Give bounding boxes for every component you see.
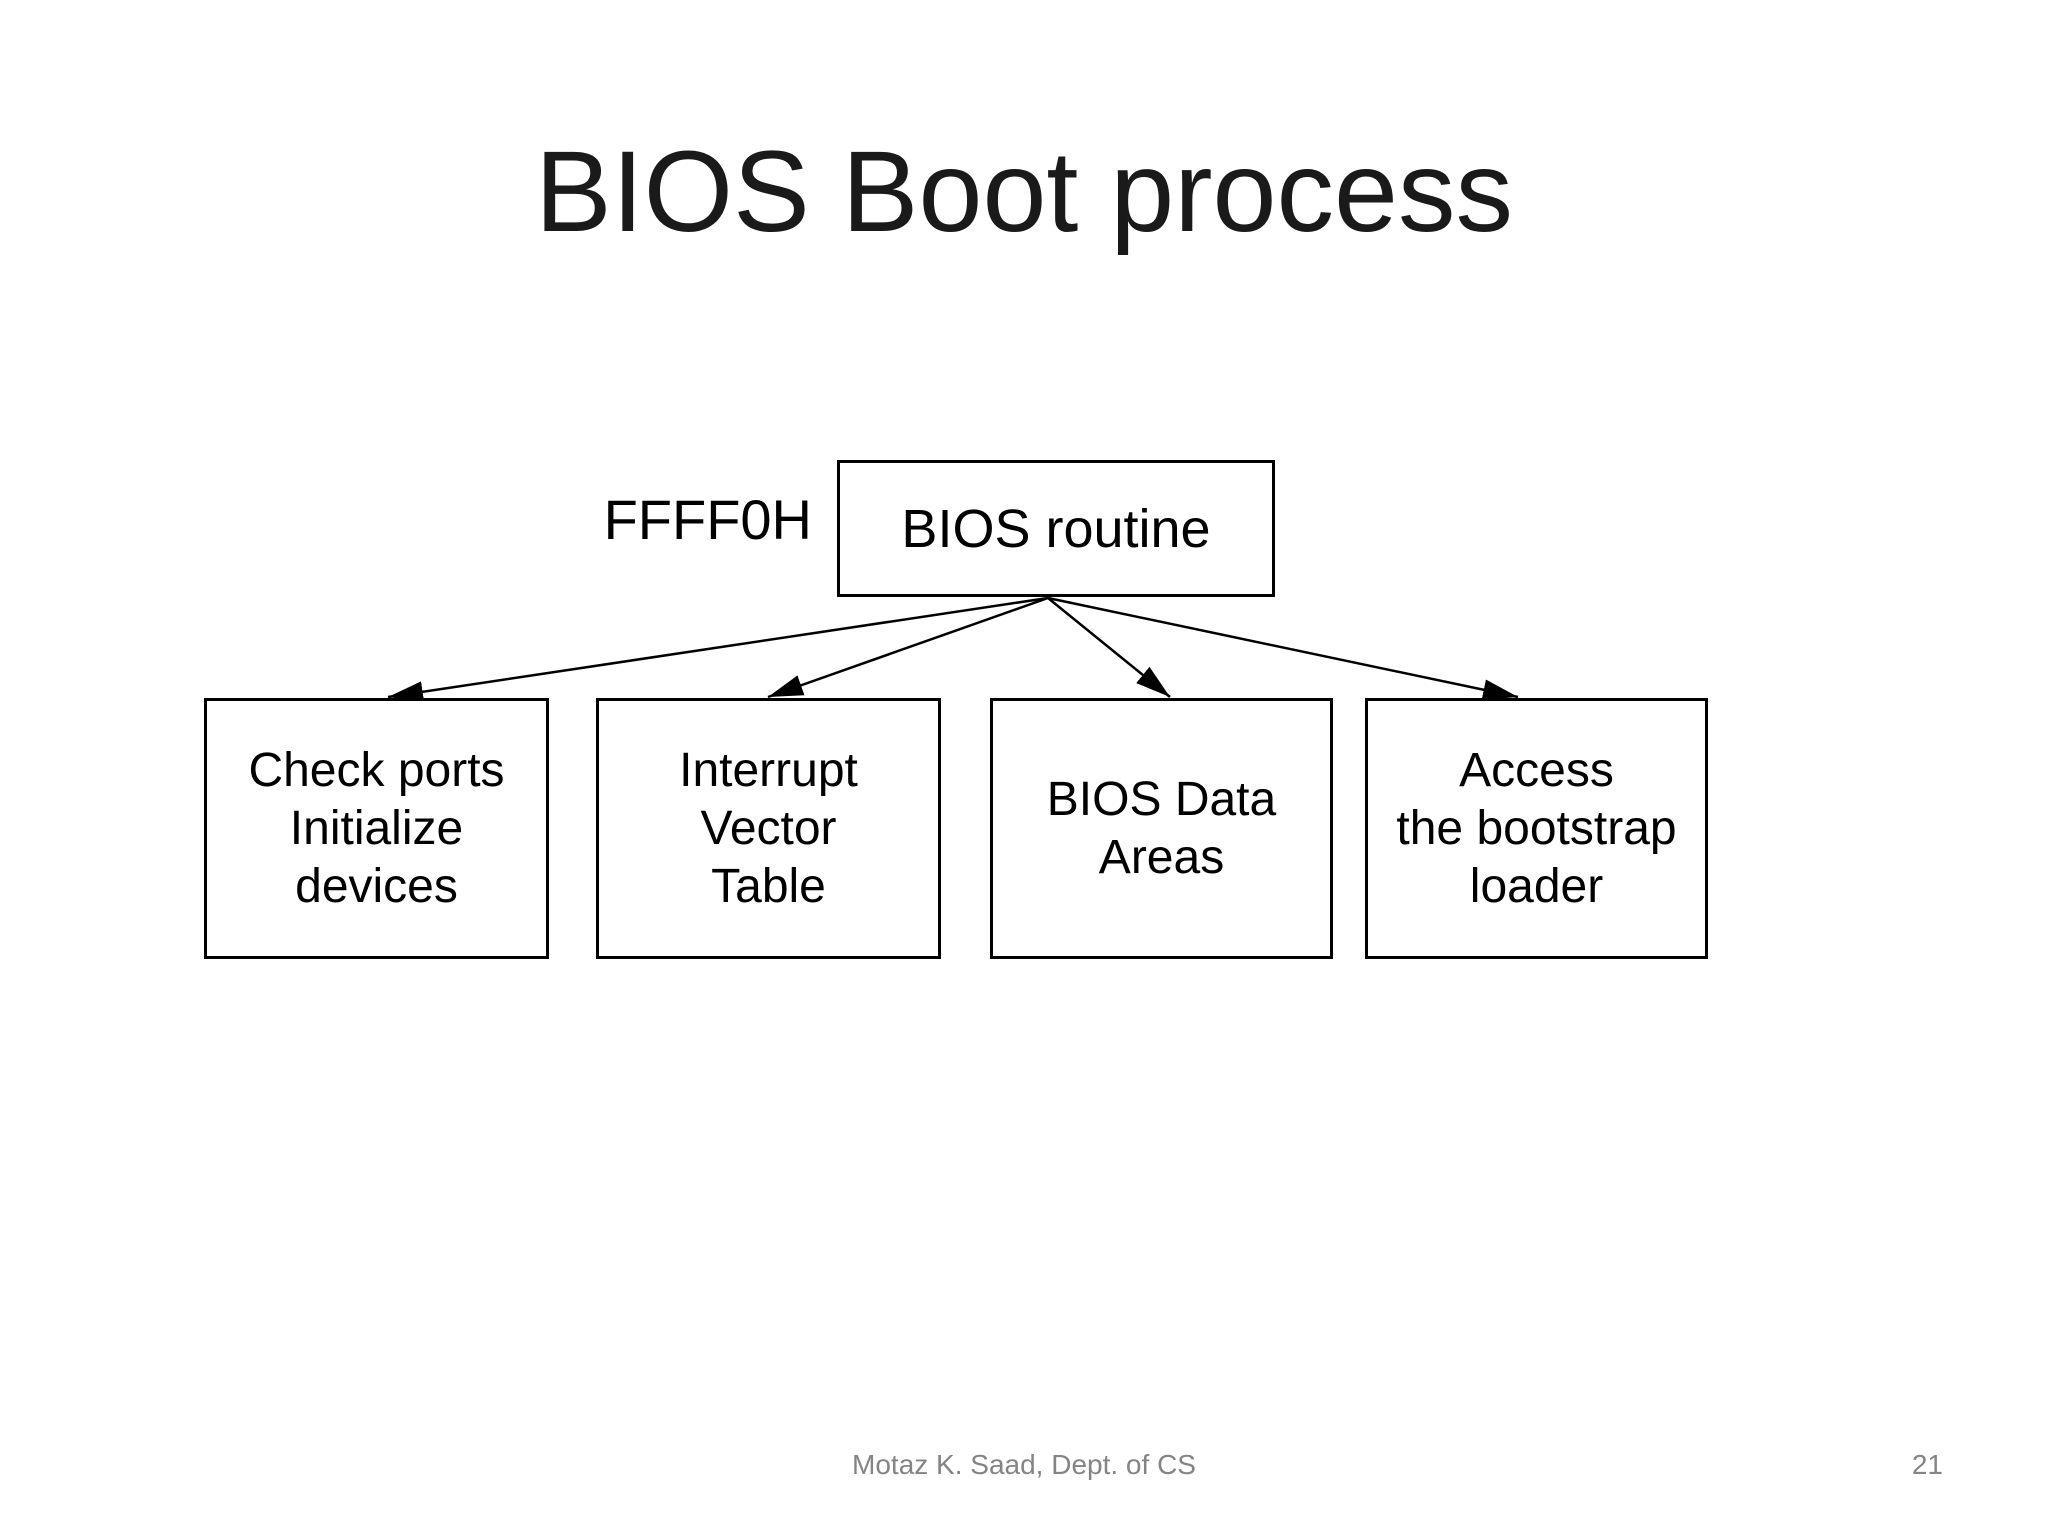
node-bios-routine: BIOS routine [837,460,1275,597]
arrow-to-check-ports [387,596,1049,703]
node-line: Initialize [289,801,464,855]
node-line: Interrupt [679,743,858,797]
node-line: Check ports [248,743,505,797]
arrow-to-bootstrap-loader [1047,596,1519,701]
slide-title: BIOS Boot process [535,128,1513,256]
arrow-to-interrupt-vector-table [767,596,1049,699]
node-line: Access [1459,743,1614,797]
node-label: BIOS routine [901,498,1211,559]
node-check-ports: Check ports Initialize devices [204,698,549,959]
node-line: devices [295,859,458,913]
node-line: BIOS Data [1046,772,1277,826]
footer-credit: Motaz K. Saad, Dept. of CS [852,1449,1196,1480]
node-line: loader [1469,859,1604,913]
node-line: Areas [1098,830,1225,884]
page-number: 21 [1911,1449,1943,1480]
node-bootstrap-loader: Access the bootstrap loader [1365,698,1708,959]
node-bios-data-areas: BIOS Data Areas [990,698,1333,959]
node-line: the bootstrap [1396,801,1677,855]
node-line: Table [711,859,826,913]
arrow-to-bios-data-areas [1047,597,1171,698]
node-line: Vector [700,801,837,855]
address-label: FFFF0H [603,488,812,551]
node-interrupt-vector-table: Interrupt Vector Table [596,698,941,959]
